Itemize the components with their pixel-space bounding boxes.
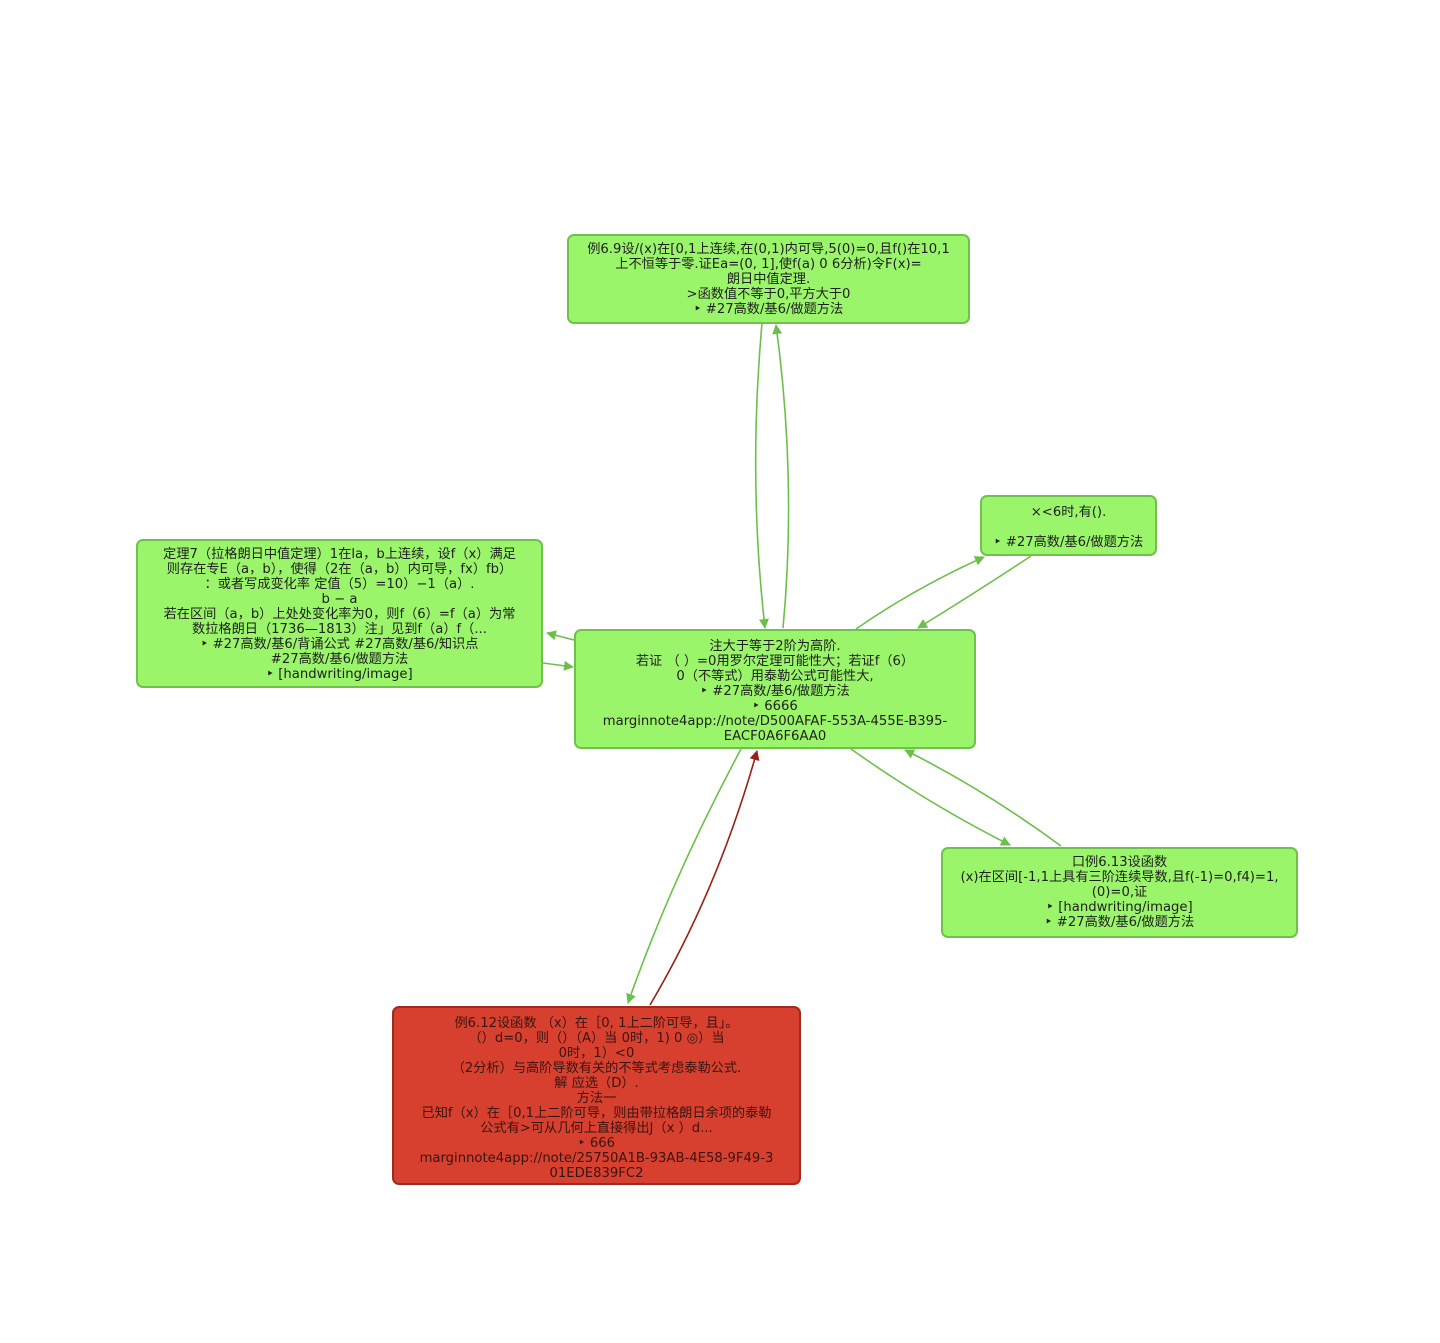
node-line: 若证 （ ）=0用罗尔定理可能性大；若证f（6） [635,654,915,669]
node-line: ‣ 666 [577,1136,616,1151]
node-line: 例6.9设/(x)在[0,1上连续,在(0,1)内可导,5(0)=0,且f()在… [587,242,950,257]
node-line: 01EDE839FC2 [549,1166,644,1181]
node-line: 已知f（x）在［0,1上二阶可导，则由带拉格朗日余项的泰勒 [421,1106,772,1121]
node-line: 上不恒等于零.证Ea=(0, 1],使f(a) 0 6分析)令F(x)= [615,257,922,272]
node-line: 公式有>可从几何上直接得出J（x ）d... [480,1121,713,1136]
node-center[interactable]: 注大于等于2阶为高阶.若证 （ ）=0用罗尔定理可能性大；若证f（6）0（不等式… [574,629,976,749]
node-line: ×<6时,有(). [1030,505,1107,520]
edge-example-6-12-to-center [649,750,760,1006]
node-line: 若在区间（a，b）上处处变化率为0，则f（6）=f（a）为常 [163,607,516,622]
edge-center-to-top [772,324,790,629]
node-line: ‣ [handwriting/image] [1046,900,1193,915]
edge-center-to-example-6-12 [626,748,742,1004]
node-line: 0时，1）<0 [558,1046,635,1061]
node-line: （2分析）与高阶导数有关的不等式考虑泰勒公式. [451,1061,742,1076]
node-line: ‣ #27高数/基6/做题方法 [700,684,850,699]
node-line: b − a [321,592,358,607]
node-line: (0)=0,证 [1091,885,1148,900]
node-theorem-7[interactable]: 定理7（拉格朗日中值定理）1在la，b上连续，设f（x）满足则存在专E（a，b）… [136,539,543,688]
node-line: ‣ #27高数/基6/做题方法 [993,535,1144,550]
node-line: ‣ #27高数/基6/背诵公式 #27高数/基6/知识点 [200,637,479,652]
node-line: 数拉格朗日（1736—1813）注」见到f（a）f（... [192,622,487,637]
edge-x-lt-6-to-center [917,555,1032,629]
edge-top-to-center [754,322,769,629]
edge-center-to-theorem-7 [546,630,575,641]
node-line: 注大于等于2阶为高阶. [709,639,841,654]
node-line: ：或者写成变化率 定值（5）=10）−1（a）. [204,577,475,592]
node-line: EACF0A6F6AA0 [723,729,827,744]
node-line: 方法一 [576,1091,617,1106]
node-line: >函数值不等于0,平方大于0 [686,287,851,302]
edge-center-to-x-lt-6 [855,556,985,630]
node-line: 口例6.13设函数 [1071,855,1168,870]
edge-center-to-example-6-13 [850,748,1011,846]
node-line: marginnote4app://note/D500AFAF-553A-455E… [602,714,948,729]
node-example-6-9[interactable]: 例6.9设/(x)在[0,1上连续,在(0,1)内可导,5(0)=0,且f()在… [567,234,970,324]
node-line [988,520,1149,535]
node-line: (x)在区间[-1,1上具有三阶连续导数,且f(-1)=0,f4)=1, [960,870,1279,885]
node-line: marginnote4app://note/25750A1B-93AB-4E58… [419,1151,774,1166]
node-line: ‣ #27高数/基6/做题方法 [693,302,844,317]
node-line: ‣ #27高数/基6/做题方法 [1044,915,1195,930]
node-line: （）d=0，则（）（A）当 0时，1) 0 ◎）当 [468,1031,725,1046]
node-line: #27高数/基6/做题方法 [270,652,409,667]
node-line: 例6.12设函数 （x）在［0, 1上二阶可导，且」。 [454,1016,739,1031]
node-line: 朗日中值定理. [726,272,811,287]
node-line: 0（不等式）用泰勒公式可能性大, [676,669,874,684]
node-line: 则存在专E（a，b），使得（2在（a，b）内可导，fx）fb） [166,562,513,577]
node-line: ‣ [handwriting/image] [266,667,413,682]
node-example-6-13[interactable]: 口例6.13设函数(x)在区间[-1,1上具有三阶连续导数,且f(-1)=0,f… [941,847,1298,938]
edge-theorem-7-to-center [542,660,574,671]
node-line: ‣ 6666 [752,699,798,714]
node-x-lt-6[interactable]: ×<6时,有(). ‣ #27高数/基6/做题方法 [980,495,1157,556]
node-line: 解 应选（D）. [554,1076,639,1091]
node-example-6-12[interactable]: 例6.12设函数 （x）在［0, 1上二阶可导，且」。（）d=0，则（）（A）当… [392,1006,801,1185]
node-line: 定理7（拉格朗日中值定理）1在la，b上连续，设f（x）满足 [163,547,516,562]
edge-example-6-13-to-center [904,749,1062,847]
